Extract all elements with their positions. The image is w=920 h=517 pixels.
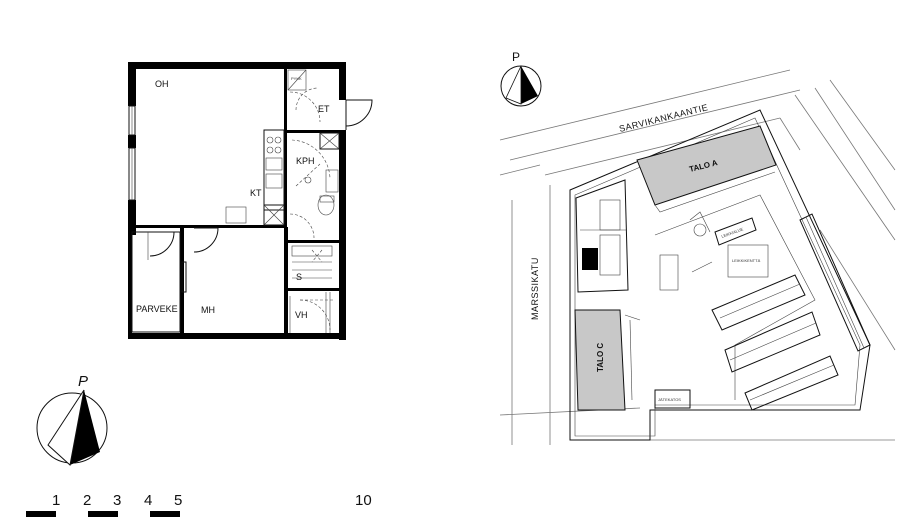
scale-tick-4: 4 (144, 492, 152, 509)
room-label-et: ET (318, 104, 330, 114)
scale-tick-2: 2 (83, 492, 91, 509)
room-label-kph: KPH (296, 156, 315, 166)
room-label-vh: VH (295, 310, 308, 320)
scale-tick-10: 10 (355, 492, 372, 509)
street-label-marssikatu: MARSSIKATU (530, 257, 540, 320)
building-talo-a (636, 125, 777, 206)
north-arrow: P (36, 373, 108, 466)
site-label-leikkikentta: LEIKKIKENTTÄ (732, 258, 761, 263)
building-label-talo-c: TALO C (596, 343, 605, 372)
site-north-icon (521, 66, 538, 104)
building-talo-c (574, 309, 626, 411)
floor-plan: OH ET PYKK KPH KT S PARVEKE MH VH (128, 62, 373, 340)
north-arrow-icon (70, 390, 100, 465)
scale-tick-3: 3 (113, 492, 121, 509)
room-label-parveke: PARVEKE (136, 304, 178, 314)
scale-tick-1: 1 (52, 492, 60, 509)
room-label-s: S (296, 272, 302, 282)
room-label-oh: OH (155, 79, 169, 89)
site-plan: P SARVIKANKAANTIE MARSSIKATU TALO A (499, 50, 896, 445)
room-label-kt: KT (250, 188, 262, 198)
scale-tick-5: 5 (174, 492, 182, 509)
site-label-jatekatos: JÄTEKATOS (658, 397, 681, 402)
street-label-sarvikankaantie: SARVIKANKAANTIE (618, 102, 709, 134)
room-label-mh: MH (201, 305, 215, 315)
room-label-pyk: PYKK (291, 76, 302, 81)
scale-bar: 1 2 3 4 5 10 (26, 492, 372, 517)
site-north-label: P (512, 50, 520, 64)
north-arrow-label: P (78, 373, 88, 390)
